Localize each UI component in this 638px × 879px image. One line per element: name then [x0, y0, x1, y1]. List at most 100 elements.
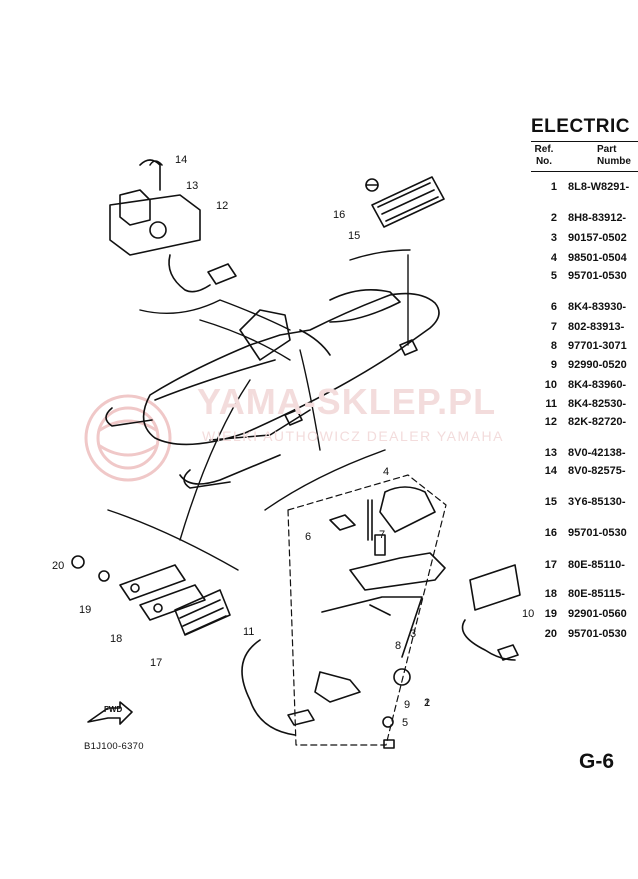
row-part-number: 82K-82720-	[568, 416, 627, 428]
callout-7: 7	[379, 529, 386, 541]
callout-9: 9	[404, 699, 411, 711]
callout-4: 4	[383, 466, 390, 478]
table-row: 20 95701-0530	[531, 628, 638, 641]
table-row: 4 98501-0504	[531, 252, 638, 265]
callout-13: 13	[186, 180, 199, 192]
row-part-number: 8H8-83912-	[568, 212, 627, 224]
callout-8: 8	[395, 640, 402, 652]
row-ref: 3	[550, 232, 557, 244]
row-ref: 8	[550, 340, 557, 352]
watermark-subtext: WIELKI AUTHOWICZ DEALER YAMAHA	[202, 428, 504, 444]
table-row: 6 8K4-83930-	[531, 301, 638, 314]
row-ref: 15	[544, 496, 557, 508]
table-title: ELECTRIC	[531, 116, 630, 137]
row-part-number: 80E-85110-	[568, 559, 625, 571]
row-ref: 1	[550, 181, 557, 193]
table-row: 18 80E-85115-	[531, 588, 638, 601]
row-part-number: 8V0-42138-	[568, 447, 626, 459]
callout-19: 19	[79, 604, 92, 616]
row-part-number: 92901-0560	[568, 608, 627, 620]
callout-15: 15	[348, 230, 361, 242]
row-ref: 13	[544, 447, 557, 459]
row-ref: 10	[544, 379, 557, 391]
callout-14: 14	[175, 154, 188, 166]
row-part-number: 8K4-83930-	[568, 301, 627, 313]
row-part-number: 90157-0502	[568, 232, 627, 244]
row-ref: 6	[550, 301, 557, 313]
callout-12: 12	[216, 200, 229, 212]
row-ref: 9	[550, 359, 557, 371]
callout-1: 1	[424, 697, 431, 709]
callout-17: 17	[150, 657, 163, 669]
row-part-number: 8K4-82530-	[568, 398, 627, 410]
row-part-number: 92990-0520	[568, 359, 627, 371]
reflector-assembly	[365, 176, 445, 228]
row-part-number: 95701-0530	[568, 527, 627, 539]
table-row: 8 97701-3071	[531, 340, 638, 353]
callout-2: 2	[424, 697, 431, 709]
row-part-number: 3Y6-85130-	[568, 496, 626, 508]
table-row: 13 8V0-42138-	[531, 447, 638, 460]
table-row: 5 95701-0530	[531, 270, 638, 283]
callout-6: 6	[305, 531, 312, 543]
table-row: 11 8K4-82530-	[531, 398, 638, 411]
row-part-number: 95701-0530	[568, 270, 627, 282]
row-ref: 16	[544, 527, 557, 539]
row-ref: 5	[550, 270, 557, 282]
callout-18: 18	[110, 633, 123, 645]
row-part-number: 97701-3071	[568, 340, 627, 352]
table-rule-header	[531, 171, 638, 172]
row-part-number: 802-83913-	[568, 321, 625, 333]
table-row: 3 90157-0502	[531, 232, 638, 245]
fwd-arrow-icon	[87, 701, 133, 725]
row-part-number: 8K4-83960-	[568, 379, 627, 391]
row-part-number: 95701-0530	[568, 628, 627, 640]
row-ref: 19	[544, 608, 557, 620]
table-row: 14 8V0-82575-	[531, 465, 638, 478]
callout-10: 10	[522, 608, 535, 620]
table-row: 1 8L8-W8291-	[531, 181, 638, 194]
callout-11: 11	[243, 626, 255, 638]
row-ref: 4	[550, 252, 557, 264]
watermark-text: YAMA-SKLEP.PL	[197, 381, 497, 422]
row-ref: 20	[544, 628, 557, 640]
brake-lever-assembly	[287, 474, 447, 749]
fwd-label: FWD	[104, 705, 123, 714]
table-row: 10 8K4-83960-	[531, 379, 638, 392]
row-part-number: 80E-85115-	[568, 588, 625, 600]
table-row: 15 3Y6-85130-	[531, 496, 638, 509]
row-ref: 17	[544, 559, 557, 571]
taillight-assembly	[71, 555, 231, 636]
table-row: 12 82K-82720-	[531, 416, 638, 429]
table-row: 2 8H8-83912-	[531, 212, 638, 225]
leader-lines	[107, 249, 411, 571]
table-row: 17 80E-85110-	[531, 559, 638, 572]
table-row: 9 92990-0520	[531, 359, 638, 372]
col-part-header: Part Numbe	[597, 144, 631, 167]
callout-16: 16	[333, 209, 346, 221]
row-ref: 7	[550, 321, 557, 333]
watermark-logo	[84, 394, 172, 482]
callout-20: 20	[52, 560, 65, 572]
row-ref: 14	[544, 465, 557, 477]
col-ref-header: Ref. No.	[534, 144, 554, 167]
callout-5: 5	[402, 717, 409, 729]
table-rule-top	[531, 141, 638, 142]
row-ref: 2	[550, 212, 557, 224]
callout-3: 3	[410, 628, 417, 640]
brake-switch-cable	[241, 639, 361, 736]
row-part-number: 8V0-82575-	[568, 465, 626, 477]
table-row: 19 92901-0560	[531, 608, 638, 621]
row-ref: 18	[544, 588, 557, 600]
row-part-number: 8L8-W8291-	[568, 181, 630, 193]
diagram-code: B1J100-6370	[84, 741, 144, 752]
table-row: 16 95701-0530	[531, 527, 638, 540]
control-module	[109, 159, 237, 293]
row-ref: 12	[544, 416, 557, 428]
row-part-number: 98501-0504	[568, 252, 627, 264]
table-row: 7 802-83913-	[531, 321, 638, 334]
row-ref: 11	[545, 398, 557, 410]
relay-unit	[461, 564, 521, 661]
page-code: G-6	[579, 750, 615, 773]
